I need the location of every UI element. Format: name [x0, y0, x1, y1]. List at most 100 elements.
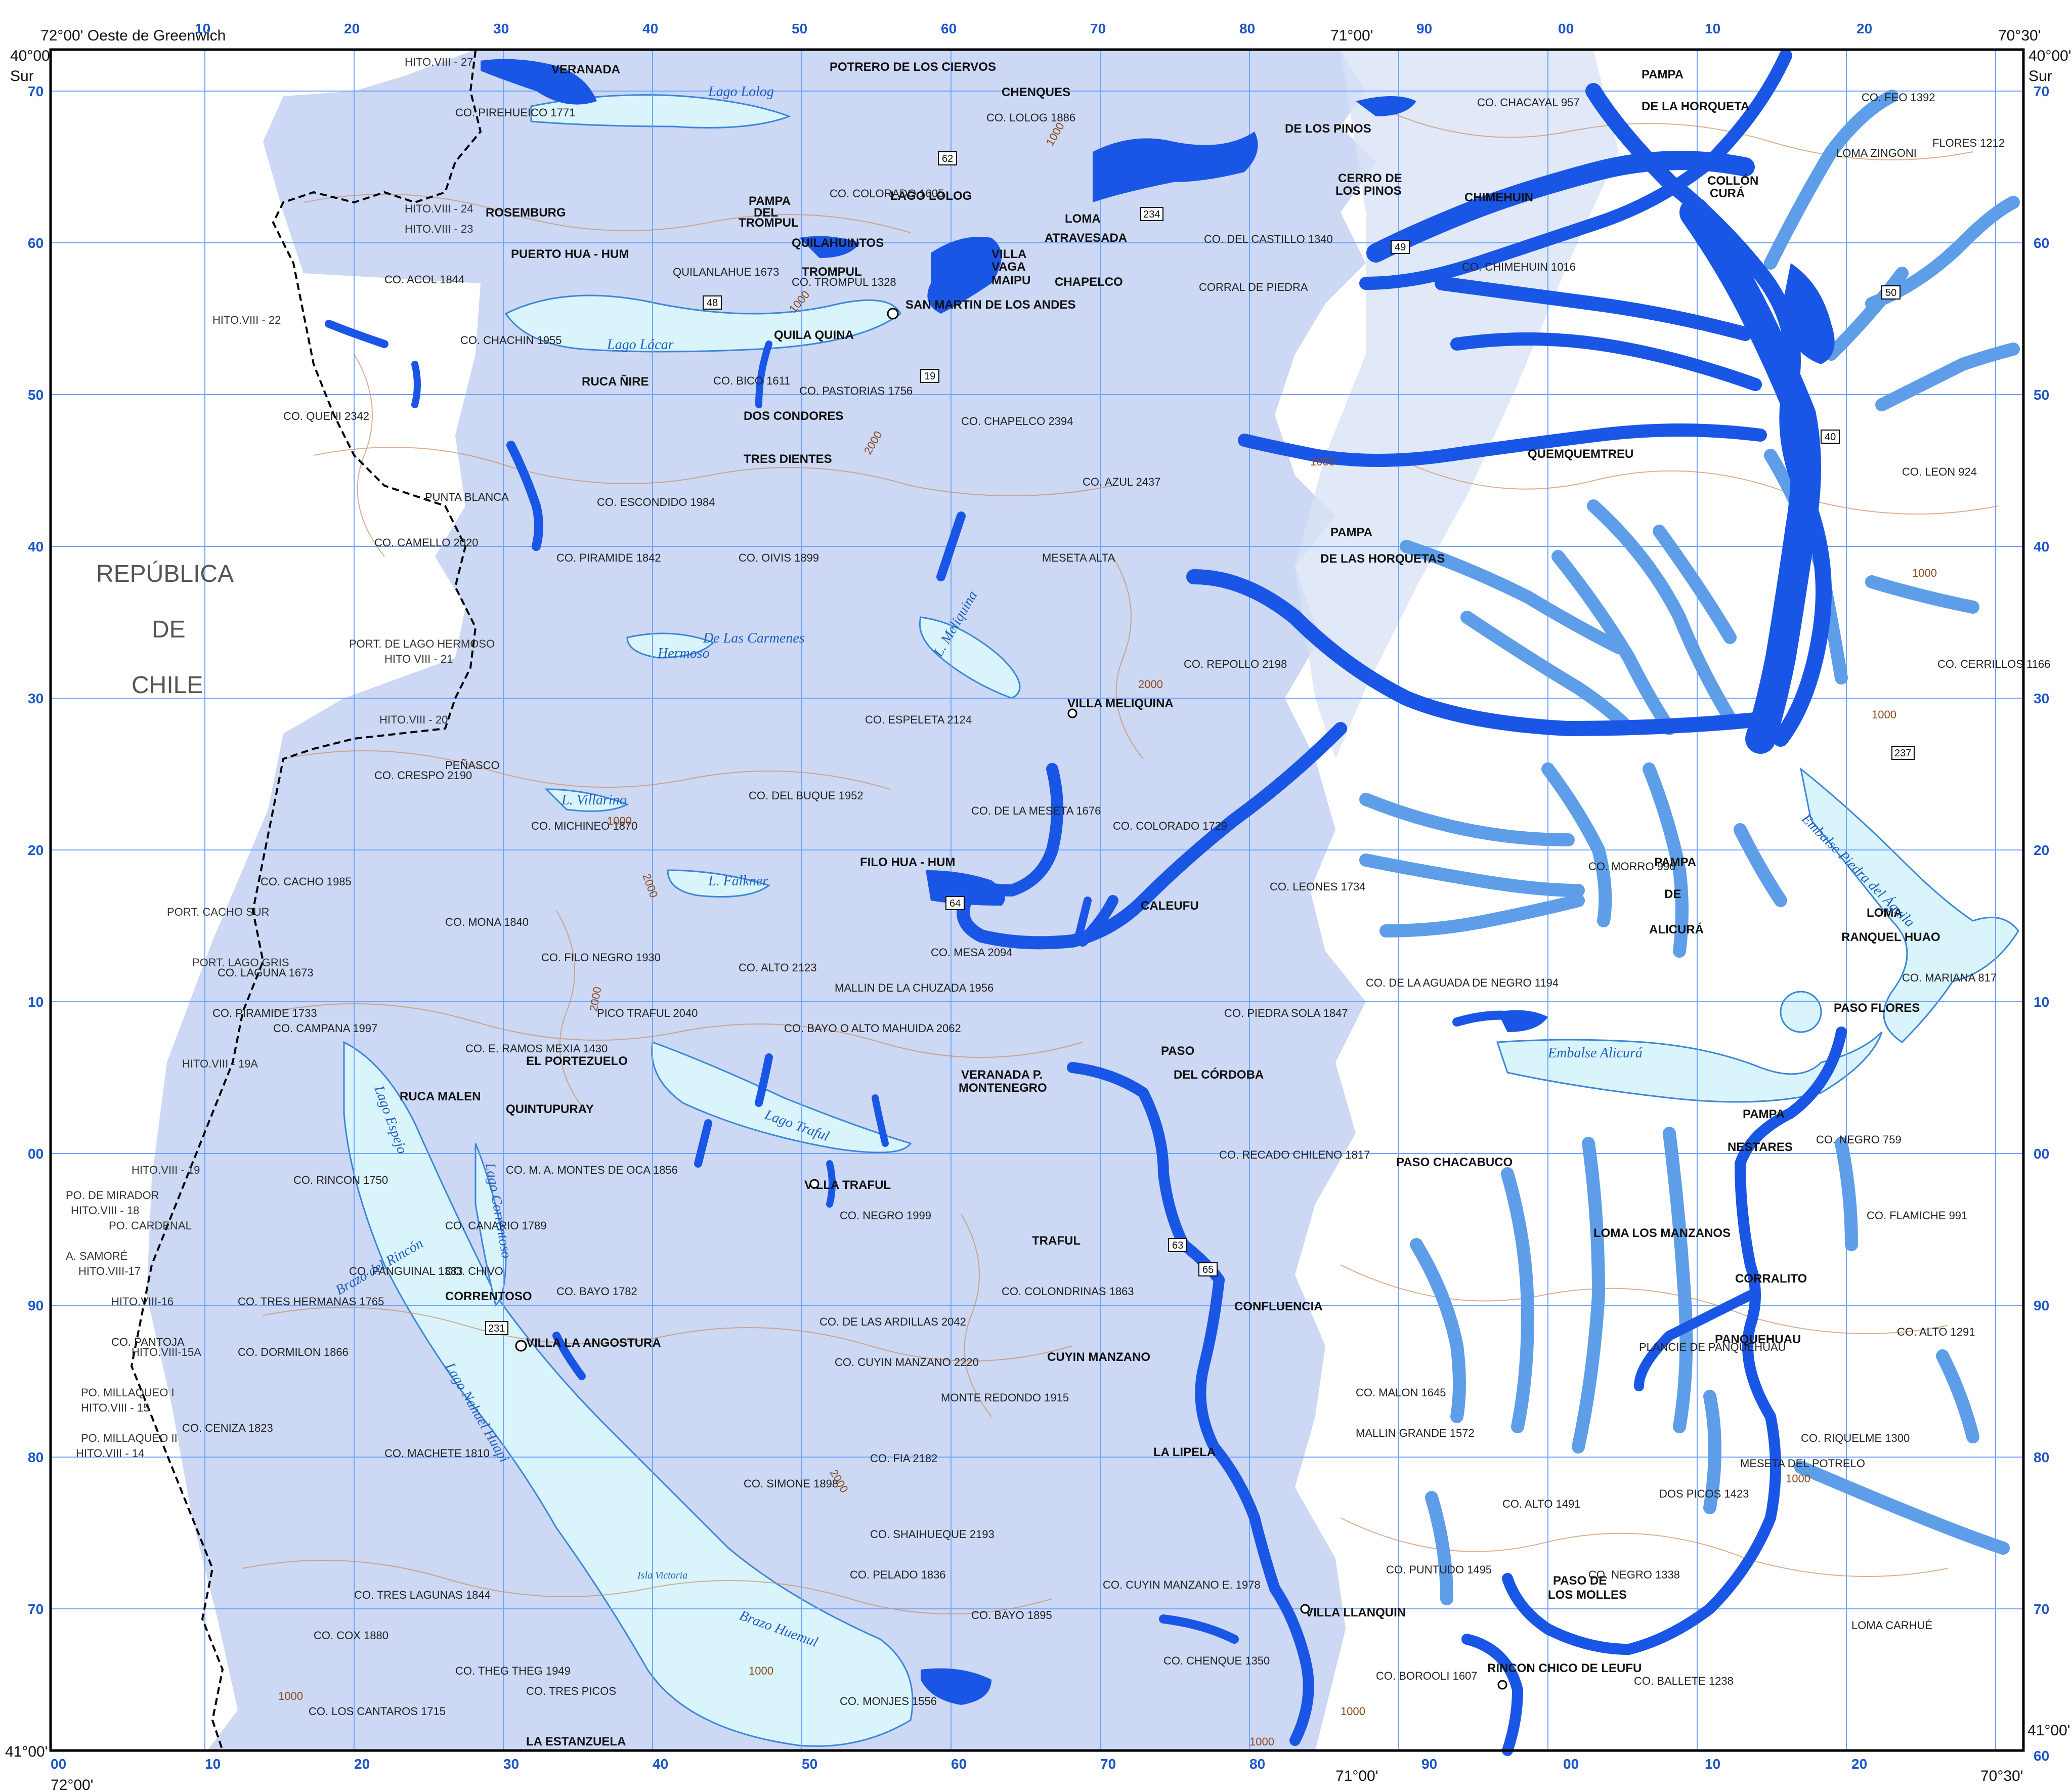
grid-labels-top: 10 20 30 40 50 60 70 80 90 00 10 20: [195, 21, 1872, 36]
place-label: TRES DIENTES: [744, 452, 832, 466]
peak-label: CO. AZUL 2437: [1083, 476, 1160, 488]
lago-falkner: [667, 869, 771, 898]
place-label: QUEMQUEMTREU: [1528, 447, 1633, 461]
grid-top-label: 70: [1090, 21, 1106, 36]
water-label: Isla Victoria: [637, 1570, 687, 1581]
peak-label: CO. MICHINEO 1870: [531, 820, 637, 832]
route-number: 48: [707, 297, 718, 309]
grid-bottom-label: 20: [1851, 1756, 1867, 1772]
route-shield: 49: [1391, 240, 1410, 254]
grid-labels-bottom: 00 10 20 30 40 50 60 70 80 90 00 10 20: [51, 1756, 1867, 1772]
place-label: VILLA: [991, 247, 1026, 261]
hito-label: PO. MILLAQUEO I: [81, 1386, 175, 1399]
peak-label: CO. MESA 2094: [931, 946, 1012, 959]
peak-label: CO. CAMPANA 1997: [273, 1022, 377, 1035]
place-label: FILO HUA - HUM: [860, 856, 955, 869]
route-shield: 62: [938, 151, 957, 165]
peak-label: PICO TRAFUL 2040: [597, 1007, 698, 1019]
town-marker: [515, 1340, 527, 1352]
peak-label: CO. LOS CANTAROS 1715: [309, 1705, 446, 1718]
route-shield: 234: [1140, 207, 1163, 221]
hito-label: HITO.VIII - 15: [81, 1401, 149, 1414]
hito-label: HITO.VIII-15A: [132, 1346, 201, 1358]
place-label: LA ESTANZUELA: [526, 1735, 626, 1748]
rio-arroyo-5: [872, 1094, 889, 1147]
place-label: CERRO DE: [1338, 172, 1402, 185]
corner-top-right-lon: 70°30': [1998, 27, 2041, 44]
corner-top-right-lat: 40°00': [2028, 48, 2071, 64]
peak-label: CO. BAYO 1782: [556, 1285, 637, 1298]
grid-side-label: 70: [2034, 83, 2049, 99]
peak-label: MALLIN GRANDE 1572: [1356, 1427, 1475, 1439]
international-boundary: [130, 50, 482, 1751]
peak-label: CO. PANGUINAL 1383: [349, 1265, 463, 1277]
peak-label: CO. FEO 1392: [1862, 91, 1935, 104]
hito-label: HITO.VIII - 19: [132, 1164, 200, 1176]
peak-label: CO. COLORADO 1729: [1113, 820, 1227, 832]
place-label: TROMPUL: [802, 265, 862, 279]
hito-label: HITO.VIII - 23: [405, 223, 473, 235]
town-marker: [809, 1179, 819, 1189]
peak-label: CO. TROMPUL 1328: [792, 276, 896, 288]
water-label: Hermoso: [657, 646, 710, 661]
peak-label: MESETA ALTA: [1042, 551, 1115, 564]
place-label: VERANADA P.: [961, 1068, 1043, 1082]
embalse-piedra-del-aguila: [1799, 767, 2019, 1043]
route-shield: 40: [1821, 430, 1840, 444]
peak-label: MALLIN DE LA CHUZADA 1956: [835, 982, 994, 994]
hito-label: PORT. DE LAGO HERMOSO: [349, 637, 495, 650]
grid-top-label: 20: [344, 21, 360, 36]
peak-label: PLANCIE DE PANQUEHUAU: [1639, 1341, 1786, 1353]
peak-label: CO. FIA 2182: [870, 1452, 937, 1465]
peak-label: DOS PICOS 1423: [1659, 1487, 1749, 1500]
route-shield: 48: [703, 295, 722, 310]
rio-caleufu-lower: [957, 722, 1347, 950]
place-label: PAMPA: [1642, 68, 1684, 81]
country-label: REPÚBLICA DE CHILE: [96, 560, 234, 699]
water-label: L. Villarino: [561, 792, 627, 808]
grid-top-label: 50: [792, 21, 807, 36]
peak-label: FLORES 1212: [1932, 137, 2005, 149]
country-label-line: REPÚBLICA: [96, 560, 234, 587]
rio-limay-lower: [1195, 1274, 1314, 1746]
rio-quilquihue: [1435, 276, 1752, 341]
peak-label: CO. SHAIHUEQUE 2193: [870, 1528, 995, 1541]
peak-label: CO. DE LAS ARDILLAS 2042: [819, 1315, 966, 1328]
main-rivers: [325, 49, 1847, 1756]
hito-label: PORT. CACHO SUR: [167, 906, 270, 918]
place-label: PAMPA: [1330, 526, 1372, 539]
peak-label: CO. CRESPO 2190: [374, 769, 472, 782]
peak-label: CO. COLONDRINAS 1863: [1002, 1285, 1134, 1298]
rio-arroyo-4: [826, 1160, 836, 1208]
place-label: PASO: [1161, 1044, 1194, 1058]
rio-chapelco: [936, 511, 966, 581]
peak-label: CO. DE LA MESETA 1676: [971, 804, 1101, 817]
place-label: LOMA: [1065, 212, 1101, 226]
place-label: QUILAHUINTOS: [792, 236, 884, 250]
peak-label: PEÑASCO: [445, 759, 500, 772]
place-label: RANQUEL HUAO: [1841, 930, 1940, 944]
place-label: VILLA LA ANGOSTURA: [526, 1336, 661, 1350]
peak-label: CO. DEL BUQUE 1952: [749, 789, 864, 802]
grid-bottom-label: 10: [205, 1756, 221, 1772]
grid-side-label: 70: [2034, 1601, 2049, 1617]
grid-side-label: 00: [28, 1146, 44, 1162]
place-label: PAMPA: [749, 194, 791, 208]
peak-label: CO. BAYO 1895: [971, 1609, 1052, 1622]
rio-caleufu-upper: [1186, 569, 1778, 736]
rio-limay-east: [1502, 1027, 1847, 1655]
peak-label: CO. M. A. MONTES DE OCA 1856: [506, 1164, 678, 1176]
peak-label: CO. FILO NEGRO 1930: [541, 951, 661, 964]
rio-traful: [1067, 1062, 1225, 1286]
place-label: DE LA HORQUETA: [1642, 100, 1749, 113]
peak-label: CO. E. RAMOS MEXIA 1430: [465, 1042, 608, 1055]
place-label: RUCA ÑIRE: [582, 374, 649, 389]
corner-top-left-lat-suffix: Sur: [10, 68, 34, 84]
peak-label: CO. NEGRO 1999: [840, 1209, 931, 1222]
grid-bottom-label: 80: [1249, 1756, 1265, 1772]
contour-label: 1000: [1912, 567, 1937, 579]
peak-label: CO. PASTORIAS 1756: [799, 385, 913, 397]
place-label: LOMA LOS MANZANOS: [1593, 1226, 1731, 1240]
peak-label: CO. CHACHIN 1955: [460, 334, 562, 347]
peak-label: CO. MARIANA 817: [1902, 971, 1997, 984]
